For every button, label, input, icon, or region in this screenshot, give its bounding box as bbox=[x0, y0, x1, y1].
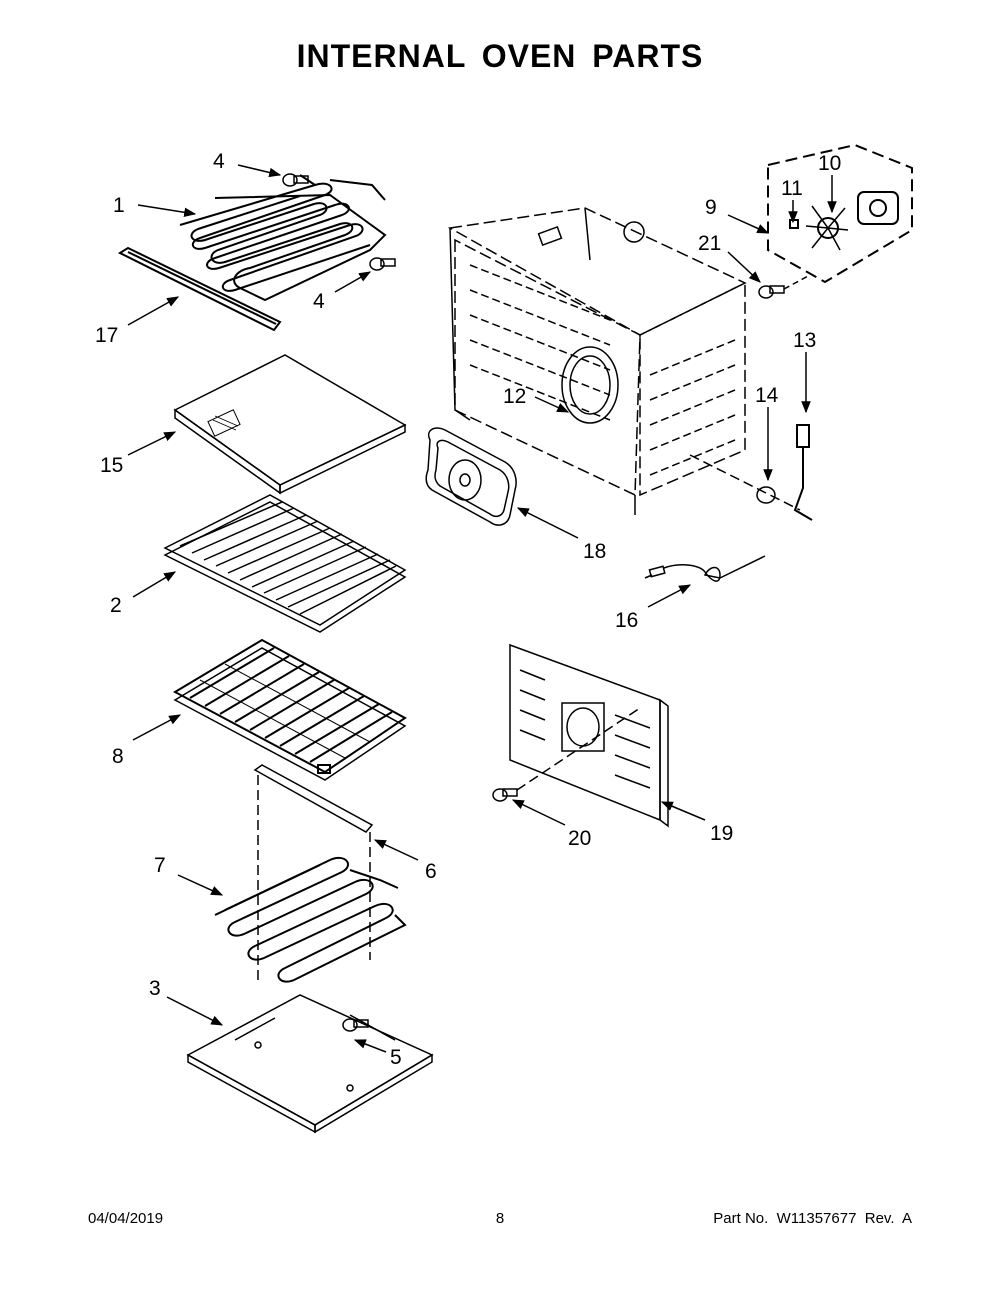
callout-11: 11 bbox=[781, 177, 803, 200]
sensor-grommet bbox=[689, 454, 801, 511]
glide-oven-rack bbox=[172, 638, 407, 781]
callout-19: 19 bbox=[710, 822, 733, 845]
page-title: INTERNAL OVEN PARTS bbox=[296, 38, 704, 74]
callout-13: 13 bbox=[793, 329, 816, 352]
callout-10: 10 bbox=[818, 152, 841, 175]
callout-14: 14 bbox=[755, 384, 779, 407]
callout-15: 15 bbox=[100, 454, 123, 477]
footer-page-number: 8 bbox=[495, 1210, 505, 1227]
callout-1: 1 bbox=[113, 194, 125, 217]
callout-18: 18 bbox=[583, 540, 606, 563]
callout-17: 17 bbox=[95, 324, 118, 347]
callout-5: 5 bbox=[390, 1046, 402, 1069]
callout-21: 21 bbox=[698, 232, 721, 255]
oven-temperature-sensor bbox=[793, 424, 813, 521]
footer-date: 04/04/2019 bbox=[88, 1210, 164, 1227]
oven-ceiling-panel bbox=[173, 354, 407, 495]
callout-16: 16 bbox=[615, 609, 638, 632]
footer-part-number: Part No. W11357677 Rev. A bbox=[713, 1210, 912, 1227]
oven-bottom-panel bbox=[186, 994, 434, 1134]
screw bbox=[342, 1018, 369, 1032]
callout-4-bottom: 4 bbox=[313, 290, 325, 313]
callout-20: 20 bbox=[568, 827, 591, 850]
bake-element-bracket bbox=[253, 764, 374, 980]
oven-rack bbox=[163, 494, 407, 633]
oven-cavity bbox=[447, 207, 747, 515]
callout-8: 8 bbox=[112, 745, 124, 768]
callout-4-top: 4 bbox=[213, 150, 225, 173]
callout-6: 6 bbox=[425, 860, 437, 883]
callout-leaders bbox=[127, 164, 837, 1053]
screw bbox=[758, 274, 811, 299]
callout-9: 9 bbox=[705, 196, 717, 219]
callout-labels: 1 2 3 4 4 5 6 7 8 9 10 11 12 13 14 15 16… bbox=[95, 150, 841, 1069]
screw bbox=[282, 173, 396, 271]
meat-probe bbox=[644, 555, 766, 582]
callout-12: 12 bbox=[503, 385, 526, 408]
callout-7: 7 bbox=[154, 854, 166, 877]
bake-element bbox=[214, 856, 407, 983]
callout-3: 3 bbox=[149, 977, 161, 1000]
callout-2: 2 bbox=[110, 594, 122, 617]
broil-cover-strip bbox=[117, 246, 282, 332]
rear-convection-panel bbox=[509, 643, 669, 828]
convection-fan-assembly bbox=[767, 143, 913, 284]
screw bbox=[492, 707, 641, 802]
convection-fan-cover bbox=[425, 427, 517, 526]
